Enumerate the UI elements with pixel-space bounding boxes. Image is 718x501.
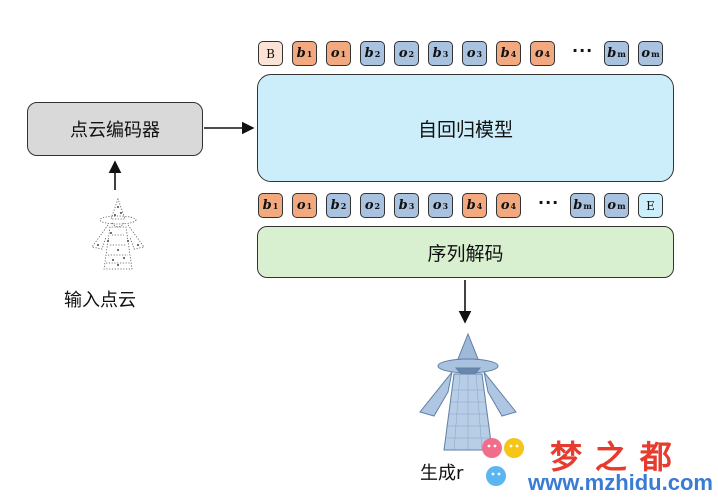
encoder-label: 点云编码器 (70, 120, 160, 141)
point-cloud-wizard-icon (91, 197, 145, 270)
watermark-url: www.mzhidu.com (528, 470, 713, 495)
generated-mesh-wizard-icon (419, 332, 517, 451)
decoder-label: 序列解码 (427, 242, 504, 265)
point-cloud-encoder-box: 点云编码器 (27, 102, 203, 156)
sequence-decoder-box: 序列解码 (257, 226, 674, 278)
token-B: B (258, 41, 283, 66)
watermark-brand: 梦 之 都 (550, 439, 674, 475)
input-point-cloud-caption: 输入点云 (64, 290, 136, 311)
model-label: 自回归模型 (417, 118, 513, 141)
watermark-logo-icon (482, 438, 524, 486)
token-ellipsis-top: ··· (572, 41, 594, 60)
token-ellipsis-bottom: ··· (538, 193, 560, 212)
autoregressive-model-box: 自回归模型 (257, 74, 674, 182)
output-caption: 生成r (420, 463, 464, 484)
token-E: E (638, 193, 663, 218)
